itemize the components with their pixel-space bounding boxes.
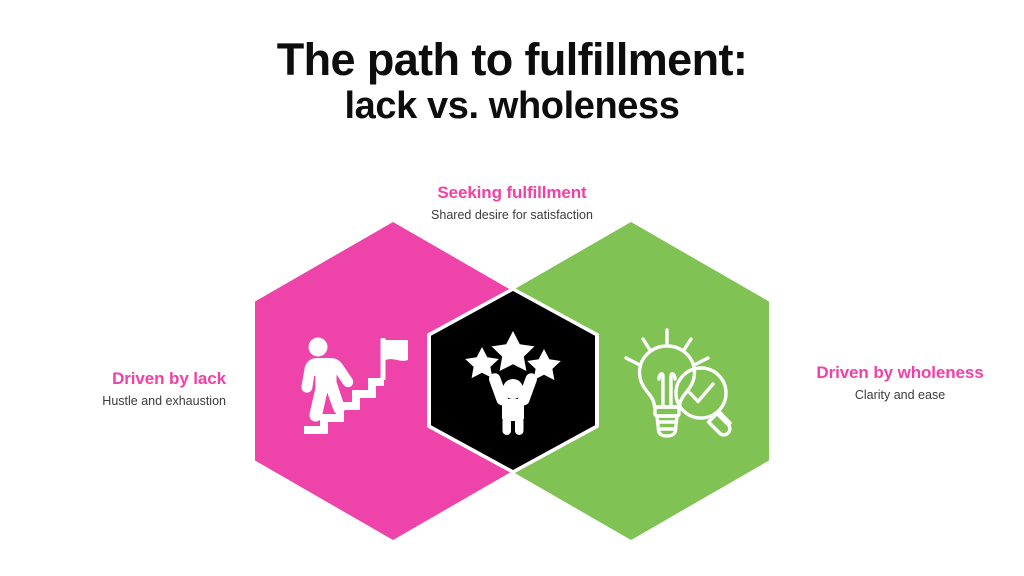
callout-top-subline: Shared desire for satisfaction: [431, 208, 593, 223]
callout-driven-by-wholeness: Driven by wholeness Clarity and ease: [790, 362, 1010, 404]
callout-left-headline: Driven by lack: [112, 369, 226, 388]
callout-right-subline: Clarity and ease: [854, 388, 946, 403]
page-title-line-2: lack vs. wholeness: [344, 85, 680, 128]
person-climbing-stairs-to-flag-icon: [290, 330, 410, 440]
callout-right-headline: Driven by wholeness: [816, 363, 984, 382]
page-title-line-1: The path to fulfillment:: [276, 34, 748, 85]
callout-top-headline: Seeking fulfillment: [437, 183, 587, 202]
person-celebrating-with-stars-icon: [463, 325, 563, 435]
callout-left-subline: Hustle and exhaustion: [102, 394, 226, 409]
callout-seeking-fulfillment: Seeking fulfillment Shared desire for sa…: [332, 182, 692, 224]
lightbulb-with-magnifier-check-icon: [618, 322, 738, 442]
callout-driven-by-lack: Driven by lack Hustle and exhaustion: [14, 368, 226, 410]
page-title: The path to fulfillment: lack vs. wholen…: [0, 36, 1024, 131]
